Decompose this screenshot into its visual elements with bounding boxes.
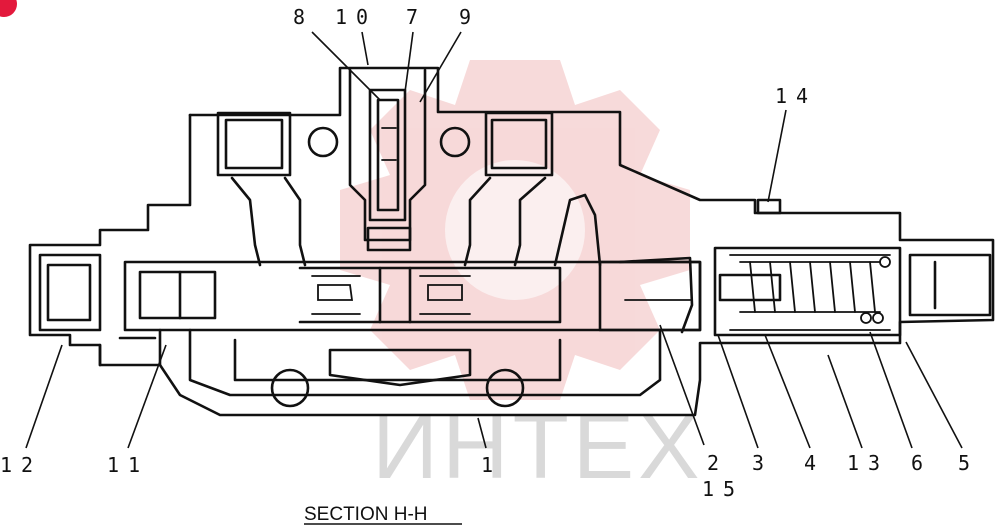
callout-14: 14 xyxy=(775,84,817,108)
callout-9: 9 xyxy=(459,5,480,29)
callout-7: 7 xyxy=(406,5,427,29)
leader-lines xyxy=(25,31,963,449)
callout-11: 11 xyxy=(107,453,149,477)
callout-5: 5 xyxy=(958,451,979,475)
callout-4: 4 xyxy=(804,451,825,475)
watermark-text: ИНТЕХ xyxy=(372,396,704,498)
callout-10: 10 xyxy=(335,5,377,29)
watermark-logo xyxy=(340,60,690,400)
valve-body xyxy=(28,66,995,417)
corner-badge xyxy=(0,0,17,17)
callout-15: 15 xyxy=(702,477,744,501)
callout-8: 8 xyxy=(293,5,314,29)
callout-12: 12 xyxy=(0,453,42,477)
callout-13: 13 xyxy=(847,451,889,475)
callout-3: 3 xyxy=(752,451,773,475)
section-caption: SECTION H-H xyxy=(304,504,428,525)
callout-6: 6 xyxy=(911,451,932,475)
callout-2: 2 xyxy=(707,451,728,475)
callout-1: 1 xyxy=(481,453,502,477)
